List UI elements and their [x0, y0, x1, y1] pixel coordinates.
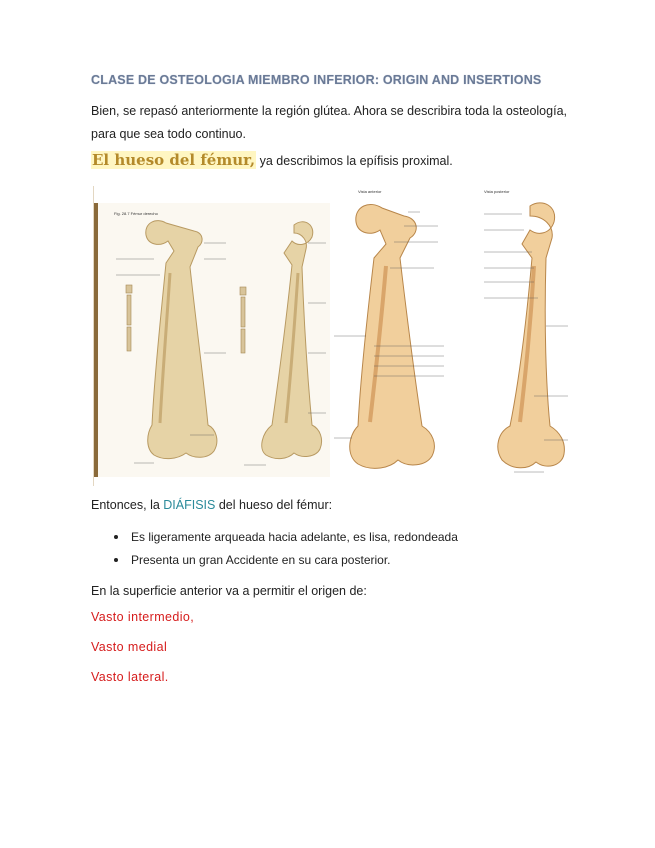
diafisis-keyword: DIÁFISIS: [163, 498, 216, 512]
diafisis-prefix: Entonces, la: [91, 498, 164, 512]
list-item: Es ligeramente arqueada hacia adelante, …: [112, 526, 458, 549]
list-item: Presenta un gran Accidente en su cara po…: [112, 549, 458, 572]
intro-paragraph: Bien, se repasó anteriormente la región …: [91, 104, 567, 141]
femur-plate-right-drawing: Vista anterior Vista posterior: [334, 189, 568, 473]
document-title: CLASE DE OSTEOLOGIA MIEMBRO INFERIOR: OR…: [91, 73, 542, 87]
muscle-vasto-intermedio: Vasto intermedio,: [91, 610, 195, 624]
femur-heading: El hueso del fémur,: [91, 151, 257, 169]
plate-caption: Fig. 28.7 Fémur derecho: [114, 211, 159, 216]
diafisis-suffix: del hueso del fémur:: [215, 498, 333, 512]
femur-anterior-left: [145, 220, 218, 460]
skeleton-thumbnail-right: [239, 286, 247, 354]
femur-anterior-right: [349, 204, 435, 469]
muscle-vasto-lateral: Vasto lateral.: [91, 670, 169, 684]
femur-line: El hueso del fémur, ya describimos la ep…: [91, 151, 453, 169]
femur-figure: Fig. 28.7 Fémur derecho: [93, 186, 568, 486]
view-label-anterior: Vista anterior: [358, 189, 382, 194]
femur-plate-left-drawing: Fig. 28.7 Fémur derecho: [94, 203, 326, 477]
diafisis-line: Entonces, la DIÁFISIS del hueso del fému…: [91, 498, 332, 512]
skeleton-thumbnail-left: [125, 284, 133, 352]
femur-plate-left: Fig. 28.7 Fémur derecho: [94, 203, 330, 477]
femur-plate-right: Vista anterior Vista posterior: [334, 186, 568, 486]
femur-posterior-left: [261, 221, 323, 460]
femur-posterior-right: [497, 202, 565, 469]
diafisis-bullets: Es ligeramente arqueada hacia adelante, …: [112, 526, 458, 572]
femur-line-text: ya describimos la epífisis proximal.: [256, 154, 453, 168]
anterior-surface-line: En la superficie anterior va a permitir …: [91, 584, 367, 598]
plate-leader-lines: [116, 242, 326, 466]
muscle-vasto-medial: Vasto medial: [91, 640, 168, 654]
view-label-posterior: Vista posterior: [484, 189, 510, 194]
illustration-leader-lines: [334, 211, 568, 473]
